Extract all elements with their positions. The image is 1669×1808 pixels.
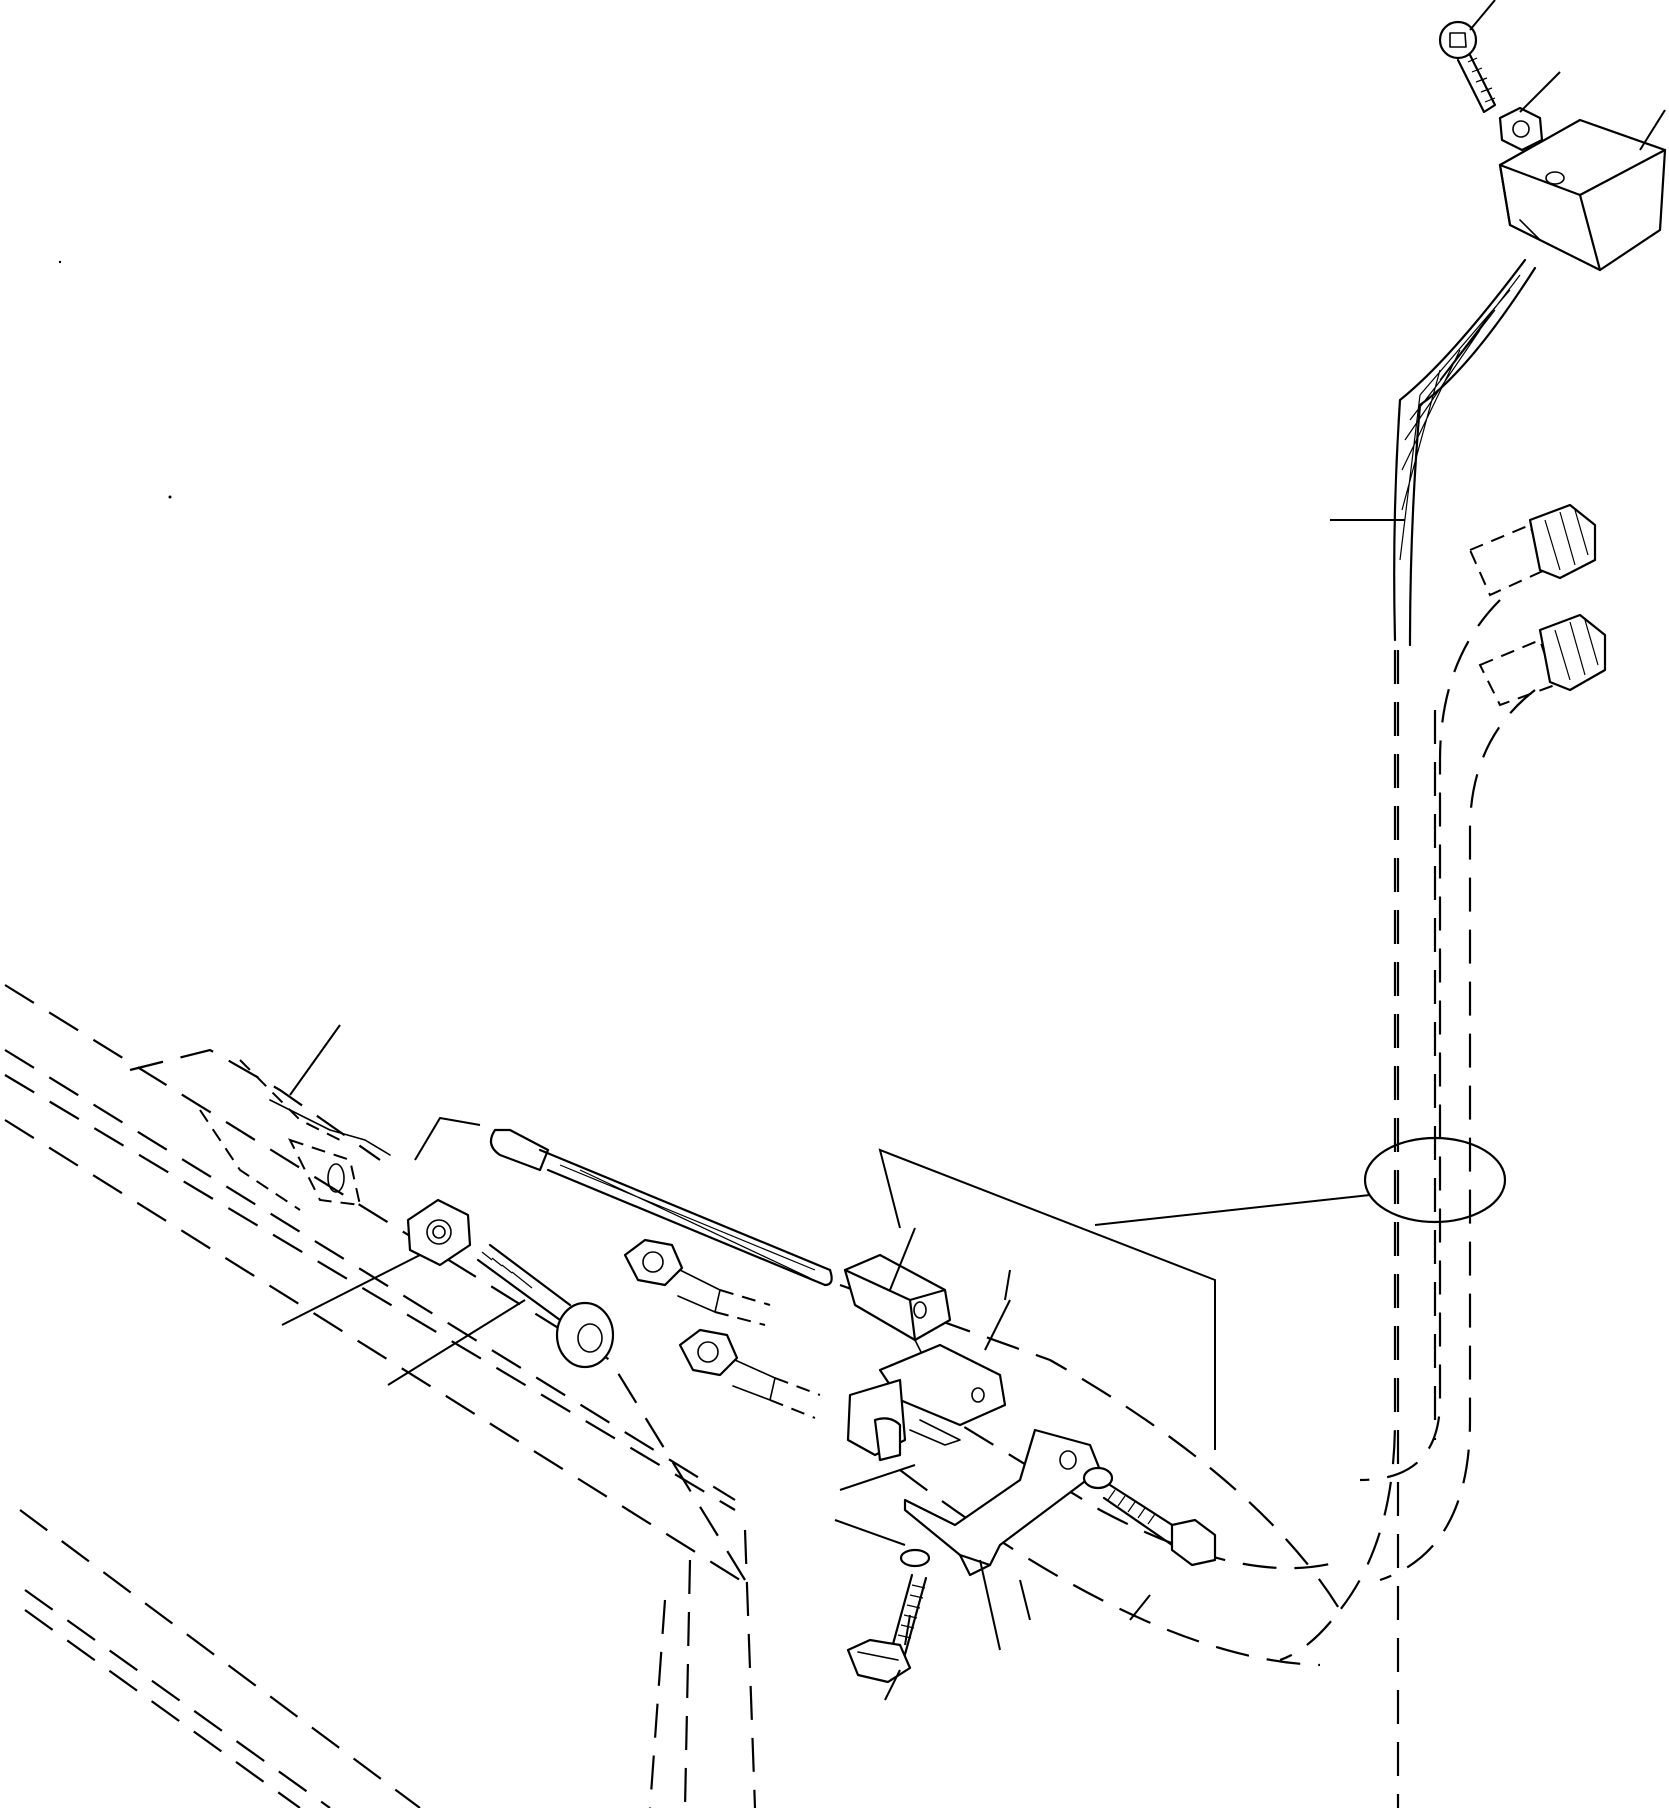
control-cable: [1393, 258, 1537, 1808]
plate-bolt-bottom: [846, 1548, 931, 1684]
leader-lines: [281, 0, 1666, 1701]
hex-fitting-upper: [623, 1238, 771, 1326]
speck: [58, 260, 62, 264]
adjusting-bolt: [476, 1243, 615, 1369]
hose-fitting-upper: [1468, 503, 1607, 707]
cable-end-screw: [1438, 20, 1497, 114]
hydraulic-hoses: [839, 599, 1536, 1667]
frame-panel-outline: [4, 984, 757, 1808]
speck: [168, 495, 172, 499]
cable-end-block: [1498, 118, 1667, 272]
hose-clamp-ring: [1363, 1136, 1507, 1224]
cable-rod: [489, 1128, 833, 1287]
clamp-bracket: [846, 1343, 1007, 1462]
clevis-block: [843, 1253, 952, 1361]
lock-nut: [406, 1198, 472, 1267]
mounting-plate: [903, 1428, 1102, 1577]
cable-end-nut: [1498, 106, 1544, 152]
frame-bracket-tab: [269, 1099, 391, 1207]
hex-fitting-lower: [678, 1328, 821, 1419]
plate-bolt-right: [1082, 1466, 1217, 1567]
